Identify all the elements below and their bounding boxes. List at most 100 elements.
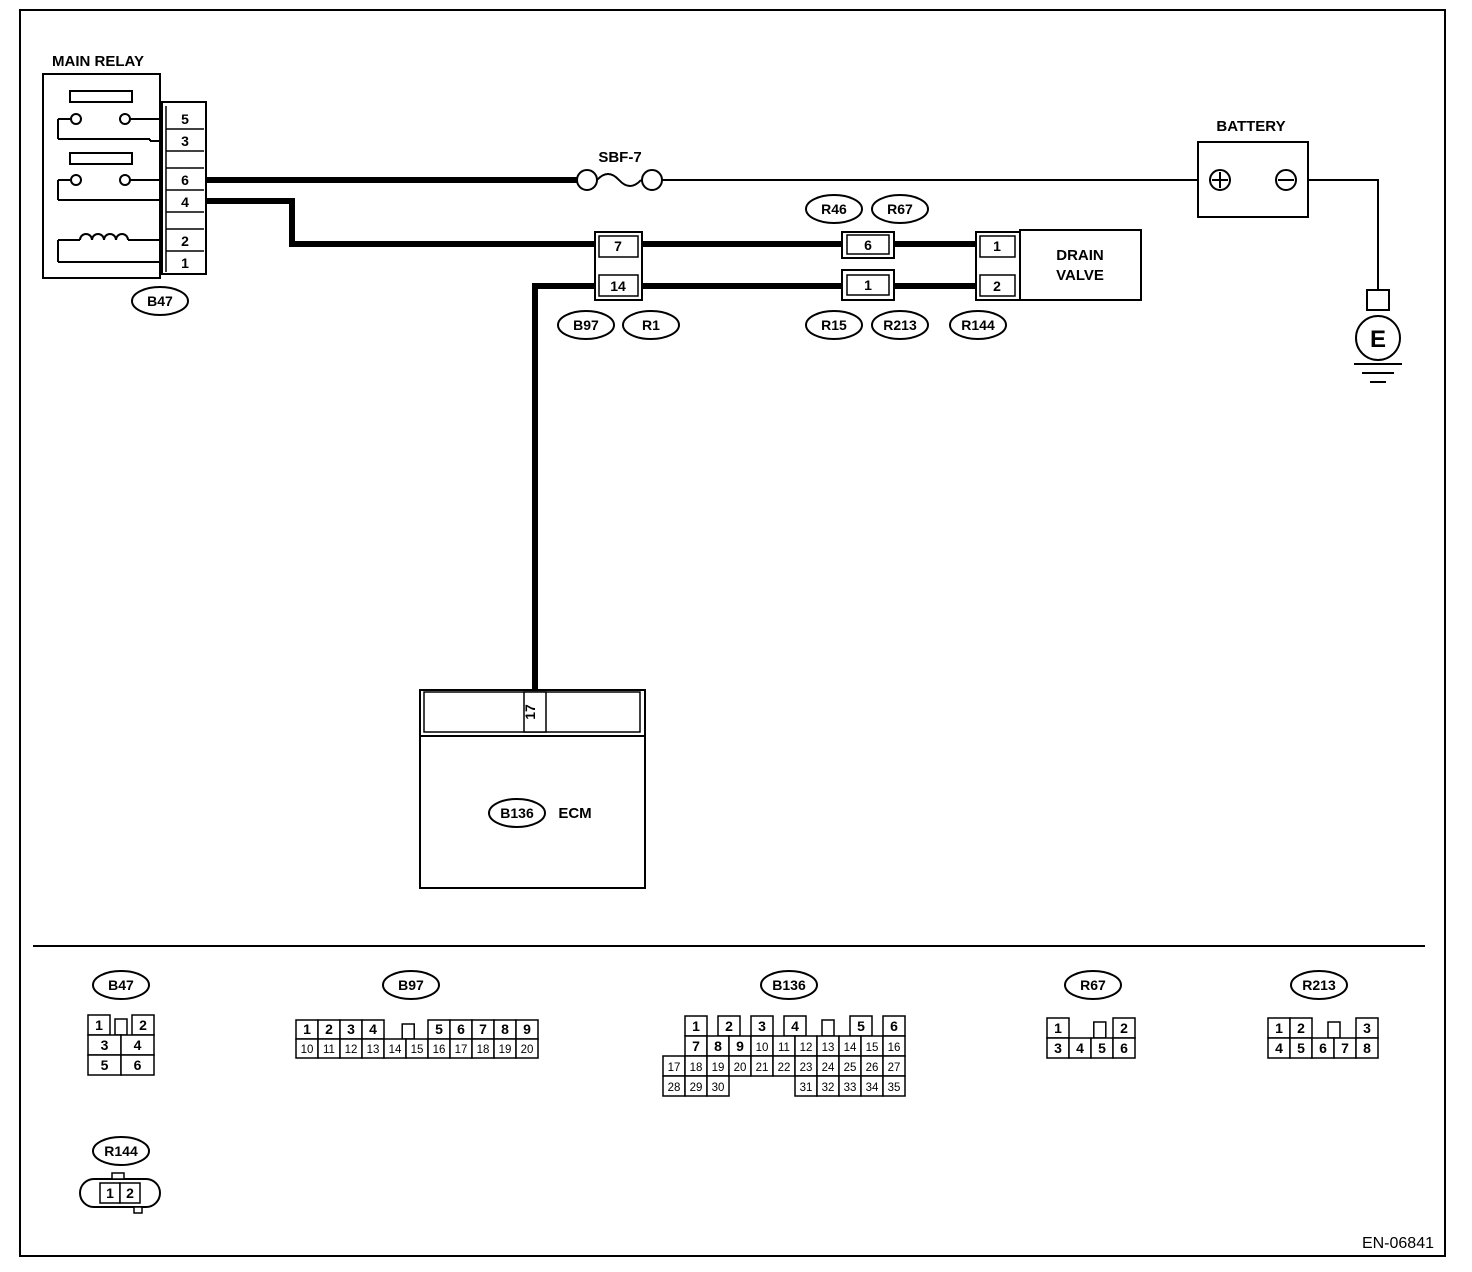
connector-pin-number: 17	[668, 1062, 681, 1074]
r15-tag	[805, 310, 863, 340]
connector-pin-number: 35	[888, 1082, 901, 1094]
battery-title: BATTERY	[1216, 118, 1285, 135]
relay-pin-1: 1	[181, 255, 189, 271]
connector-pin-number: 3	[347, 1021, 355, 1037]
connector-tag	[1290, 970, 1348, 1000]
connector-pin	[1355, 1037, 1379, 1059]
connector-pin-number: 4	[1275, 1040, 1283, 1056]
connector-tag-text: B47	[108, 977, 134, 993]
connector-pin-number: 24	[822, 1062, 835, 1074]
main-relay-title: MAIN RELAY	[52, 53, 144, 70]
connector-pin-number: 6	[1120, 1040, 1128, 1056]
connector-pin-number: 6	[134, 1057, 142, 1073]
connector-pin-number: 20	[521, 1044, 534, 1056]
connector-pin-number: 1	[303, 1021, 311, 1037]
connector-pin-number: 9	[736, 1038, 744, 1054]
connector-pin-number: 31	[800, 1082, 813, 1094]
connector-pin-number: 1	[95, 1017, 103, 1033]
connector-pin-number: 8	[714, 1038, 722, 1054]
connector-pin-number: 4	[369, 1021, 377, 1037]
connector-pin-number: 15	[411, 1044, 424, 1056]
connector-pin-number: 3	[1363, 1020, 1371, 1036]
connector-pin-number: 2	[139, 1017, 147, 1033]
connector-pin-number: 6	[890, 1018, 898, 1034]
fuse-label: SBF-7	[598, 149, 641, 166]
connector-tag	[92, 970, 150, 1000]
r67-tag	[871, 194, 929, 224]
relay-pin-2: 2	[181, 233, 189, 249]
connector-pin-number: 5	[1098, 1040, 1106, 1056]
r15-pin-1: 1	[864, 277, 872, 293]
connector-pin-number: 15	[866, 1042, 879, 1054]
connector-pin-number: 3	[758, 1018, 766, 1034]
r1-tag	[622, 310, 680, 340]
connector-pin-number: 5	[1297, 1040, 1305, 1056]
connector-pin-number: 8	[1363, 1040, 1371, 1056]
connector-pin-number: 2	[325, 1021, 333, 1037]
connector-pin-number: 12	[345, 1044, 358, 1056]
connector-pin-number: 10	[756, 1042, 769, 1054]
connector-pin	[515, 1038, 539, 1059]
relay-pin-6: 6	[181, 172, 189, 188]
drain-valve-title-1: DRAIN	[1056, 247, 1104, 264]
b47-tag	[131, 286, 189, 316]
connector-pin-number: 14	[844, 1042, 857, 1054]
connector-tag	[1064, 970, 1122, 1000]
b136-tag	[488, 798, 546, 828]
connector-pin	[706, 1075, 730, 1097]
r144-tag-text: R144	[961, 317, 995, 333]
r46-tag-text: R46	[821, 201, 847, 217]
connector-pin-number: 7	[479, 1021, 487, 1037]
wires	[206, 177, 1379, 692]
r67-tag-text: R67	[887, 201, 913, 217]
connector-tag-text: B136	[772, 977, 806, 993]
connector-pin-number: 17	[455, 1044, 468, 1056]
connector-pin-number: 10	[301, 1044, 314, 1056]
r46-tag	[805, 194, 863, 224]
r213-tag	[871, 310, 929, 340]
junction-r15-r213: 1 R15 R213	[805, 269, 929, 340]
connector-pin-number: 13	[367, 1044, 380, 1056]
connector-pin-number: 21	[756, 1062, 769, 1074]
connector-pin-number: 3	[1054, 1040, 1062, 1056]
connector-pin-number: 1	[692, 1018, 700, 1034]
main-relay: MAIN RELAY 5 3	[42, 53, 207, 316]
battery: BATTERY	[1197, 118, 1309, 218]
connector-pin-number: 29	[690, 1082, 703, 1094]
connector-pin-number: 26	[866, 1062, 879, 1074]
connector-pin-number: 5	[435, 1021, 443, 1037]
connector-pin	[120, 1054, 155, 1076]
junction-r46-r67: R46 R67 6	[805, 194, 929, 259]
connector-pin-number: 12	[800, 1042, 813, 1054]
connector-pin-number: 4	[134, 1037, 142, 1053]
connector-pin-number: 28	[668, 1082, 681, 1094]
connector-pin-number: 1	[106, 1185, 114, 1201]
drain-valve-pin-1: 1	[993, 238, 1001, 254]
connector-pin-number: 2	[725, 1018, 733, 1034]
relay-pin-4: 4	[181, 194, 189, 210]
ecm: 17 B136 ECM	[419, 689, 646, 889]
connector-pin-number: 18	[477, 1044, 490, 1056]
connector-pin-number: 4	[791, 1018, 799, 1034]
connector-pin-number: 2	[1120, 1020, 1128, 1036]
connector-pin-number: 11	[323, 1044, 335, 1056]
connector-pin-number: 25	[844, 1062, 857, 1074]
connector-tag-text: R213	[1302, 977, 1336, 993]
connector-pin-number: 32	[822, 1082, 835, 1094]
diagram-frame	[19, 9, 1446, 1257]
connector-pin-number: 27	[888, 1062, 901, 1074]
connector-pin	[882, 1075, 906, 1097]
fuse-sbf7: SBF-7	[576, 149, 663, 191]
drain-valve-pin-2: 2	[993, 278, 1001, 294]
connector-pin-number: 16	[433, 1044, 446, 1056]
connector-pin-number: 11	[778, 1042, 790, 1054]
connector-pin-number: 6	[1319, 1040, 1327, 1056]
connector-pin-number: 3	[101, 1037, 109, 1053]
r15-tag-text: R15	[821, 317, 847, 333]
b47-tag-text: B47	[147, 293, 173, 309]
connector-pin-number: 20	[734, 1062, 747, 1074]
